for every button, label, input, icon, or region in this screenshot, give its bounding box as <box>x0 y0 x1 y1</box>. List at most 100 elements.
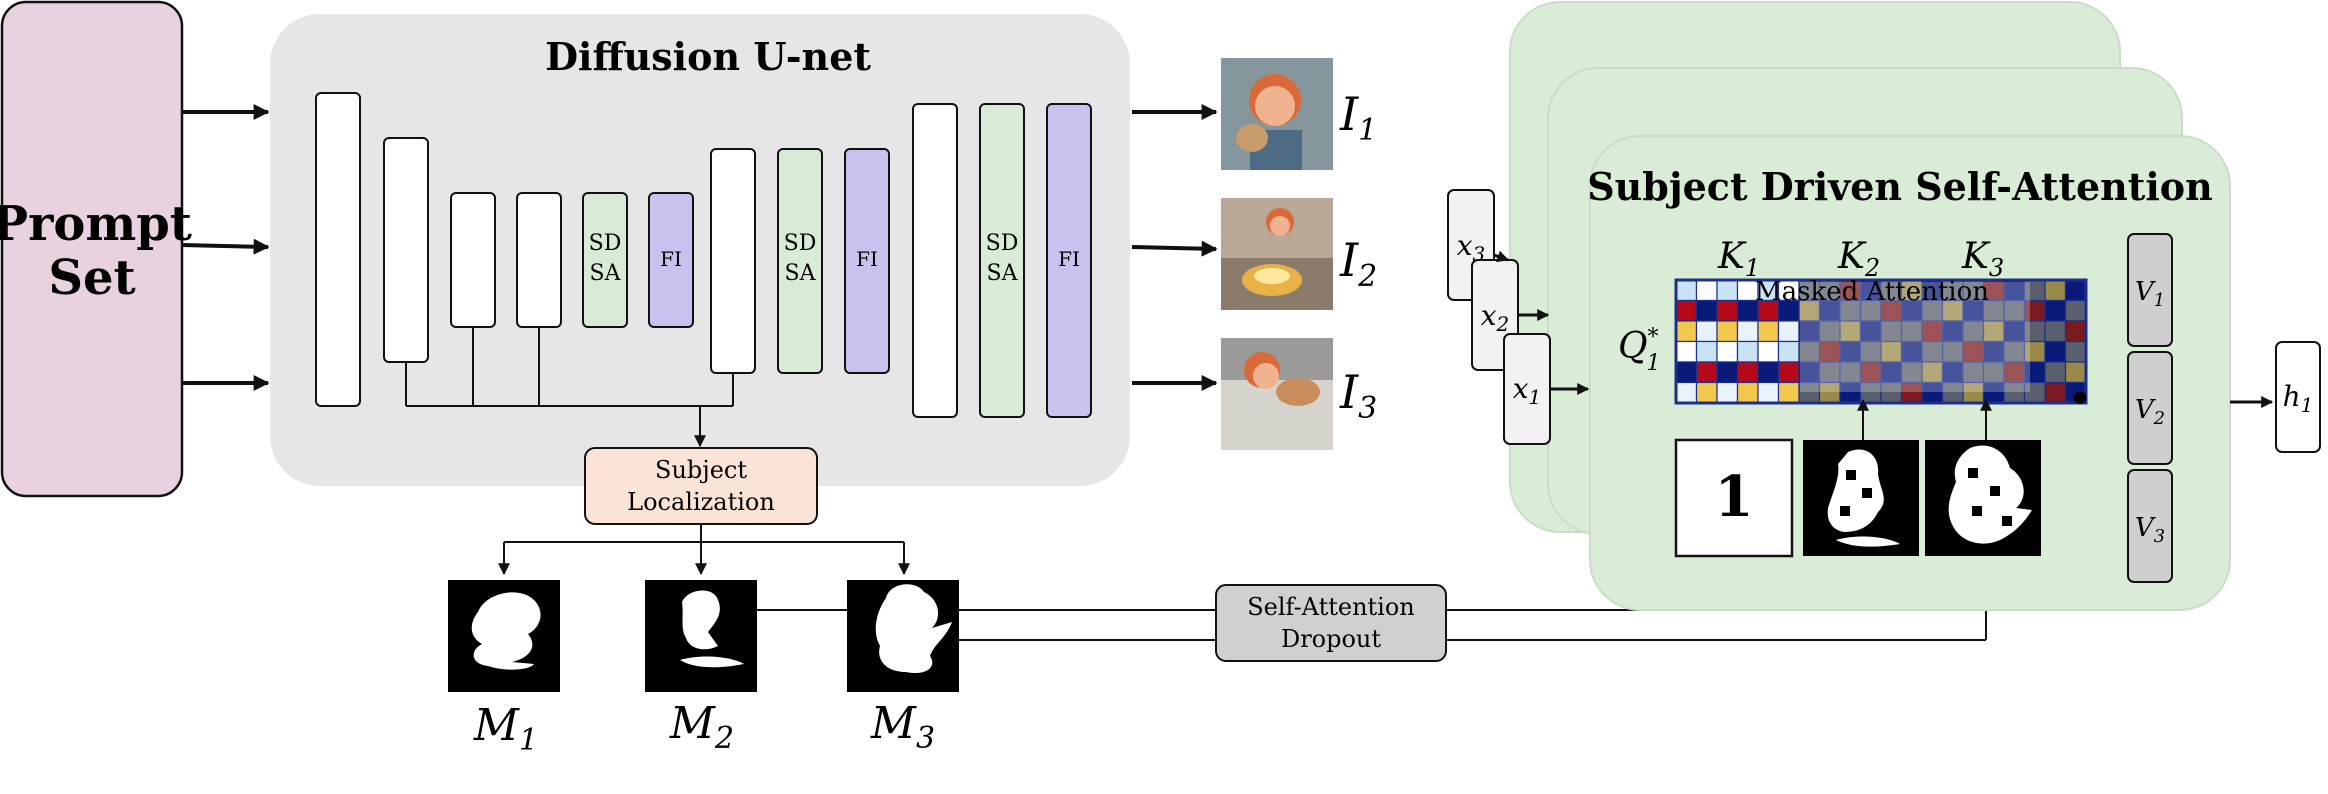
value-3-label: V3 <box>2135 513 2165 547</box>
attention-cell <box>1695 279 1718 302</box>
attention-cell <box>2064 340 2087 363</box>
attention-mask-identity: 1 <box>1674 438 1794 558</box>
output-image-2 <box>1221 198 1333 310</box>
attention-cell <box>1716 340 1739 363</box>
subject-localization-line1: Subject <box>655 456 747 484</box>
attention-cell <box>1757 381 1780 404</box>
attention-grid-border <box>1674 278 2088 405</box>
prompt-set-block: Prompt Set <box>0 0 192 498</box>
attention-cell <box>1695 320 1718 343</box>
attention-cell <box>1777 320 1800 343</box>
sdsa-2-line1: SD <box>784 231 817 256</box>
sdsa-block-3 <box>979 103 1025 418</box>
attention-cell <box>1777 340 1800 363</box>
attention-cell <box>2044 381 2067 404</box>
attention-cell <box>2044 279 2067 302</box>
mask-3 <box>847 580 959 692</box>
attention-highlight <box>1800 282 2030 392</box>
attention-cell <box>2064 320 2087 343</box>
attention-cell <box>1675 340 1698 363</box>
attention-cell <box>2044 361 2067 384</box>
attention-mask-2 <box>1803 440 1919 556</box>
dropout-line2: Dropout <box>1281 625 1381 653</box>
attention-cell <box>1716 320 1739 343</box>
attention-cell <box>1695 381 1718 404</box>
attention-cell <box>2064 279 2087 302</box>
fi-block-2 <box>844 148 890 374</box>
attention-cell <box>1757 361 1780 384</box>
unet-title: Diffusion U-net <box>545 34 871 79</box>
output-image-1 <box>1221 58 1333 170</box>
masked-attention-grid <box>1674 278 2088 405</box>
sdsa-block-2 <box>777 148 823 374</box>
attention-cell <box>1736 340 1759 363</box>
identity-mask-one: 1 <box>1715 464 1754 530</box>
fi-2-label: FI <box>856 247 878 271</box>
key-3-label: K3 <box>1961 236 2004 282</box>
sdsa-1-line2: SA <box>590 261 622 286</box>
attention-cell <box>1695 361 1718 384</box>
key-2-label: K2 <box>1837 236 1880 282</box>
input-x2-label: x2 <box>1481 299 1510 336</box>
attention-cell <box>1736 381 1759 404</box>
masked-attention-label: Masked Attention <box>1755 277 1989 307</box>
sdsa-block-1 <box>582 192 628 328</box>
attention-cell <box>1716 361 1739 384</box>
attention-cell <box>1675 299 1698 322</box>
attention-cell <box>1716 381 1739 404</box>
output-h1-label: h1 <box>2283 380 2314 417</box>
prompt-set-line2: Set <box>48 250 135 306</box>
unet-layer-3 <box>450 192 496 328</box>
value-1-label: V1 <box>2135 277 2165 311</box>
output-image-3-label: I3 <box>1339 365 1377 426</box>
attention-cell <box>1675 361 1698 384</box>
mask-1-label: M1 <box>473 700 538 758</box>
mask-1 <box>448 580 560 692</box>
unet-layer-4 <box>516 192 562 328</box>
attention-values: V1 V2 V3 <box>2127 233 2173 583</box>
attention-cell <box>1777 361 1800 384</box>
attention-cell <box>1695 299 1718 322</box>
mask-to-grid-arrows <box>1857 398 1992 440</box>
sdsa-3-line2: SA <box>987 261 1019 286</box>
output-image-3 <box>1221 338 1333 450</box>
output-arrows <box>1131 104 1218 391</box>
value-2-label: V2 <box>2135 395 2165 429</box>
input-arrows <box>1493 250 1590 395</box>
attention-cell <box>1695 340 1718 363</box>
subject-localization-line2: Localization <box>627 488 775 516</box>
attention-cell <box>1757 340 1780 363</box>
mask-2-label: M2 <box>669 698 734 756</box>
unet-layer-6 <box>912 103 958 418</box>
attention-cell <box>1675 381 1698 404</box>
input-x1-label: x1 <box>1513 372 1542 409</box>
attention-cell <box>2044 299 2067 322</box>
output-image-2-label: I2 <box>1339 233 1377 294</box>
mask-2 <box>645 580 757 692</box>
query-label: Q*1 <box>1618 325 1661 376</box>
attention-output: h1 <box>2275 341 2321 453</box>
attention-cell <box>1757 320 1780 343</box>
subject-localization-box: Subject Localization <box>584 447 818 525</box>
dot-product-symbol: • <box>2067 374 2093 425</box>
unet-layer-1 <box>315 92 361 407</box>
prompt-arrows <box>181 104 270 391</box>
unet-block: Diffusion U-net SD SA FI SD SA FI SD SA … <box>270 14 1130 486</box>
key-1-label: K1 <box>1717 236 1760 282</box>
attention-cell <box>2064 299 2087 322</box>
attention-cell <box>1675 279 1698 302</box>
attention-cell <box>1716 279 1739 302</box>
attention-cell <box>1716 299 1739 322</box>
attention-cell <box>1736 320 1759 343</box>
unet-layer-5 <box>710 148 756 374</box>
mask-3-label: M3 <box>870 698 935 756</box>
attention-cell <box>1675 320 1698 343</box>
attention-mask-3 <box>1925 440 2041 556</box>
fi-3-label: FI <box>1058 247 1080 271</box>
attention-title: Subject Driven Self-Attention <box>1587 164 2213 209</box>
fi-1-label: FI <box>660 247 682 271</box>
sdsa-1-line1: SD <box>589 231 622 256</box>
sdsa-2-line2: SA <box>785 261 817 286</box>
attention-cell <box>1777 381 1800 404</box>
